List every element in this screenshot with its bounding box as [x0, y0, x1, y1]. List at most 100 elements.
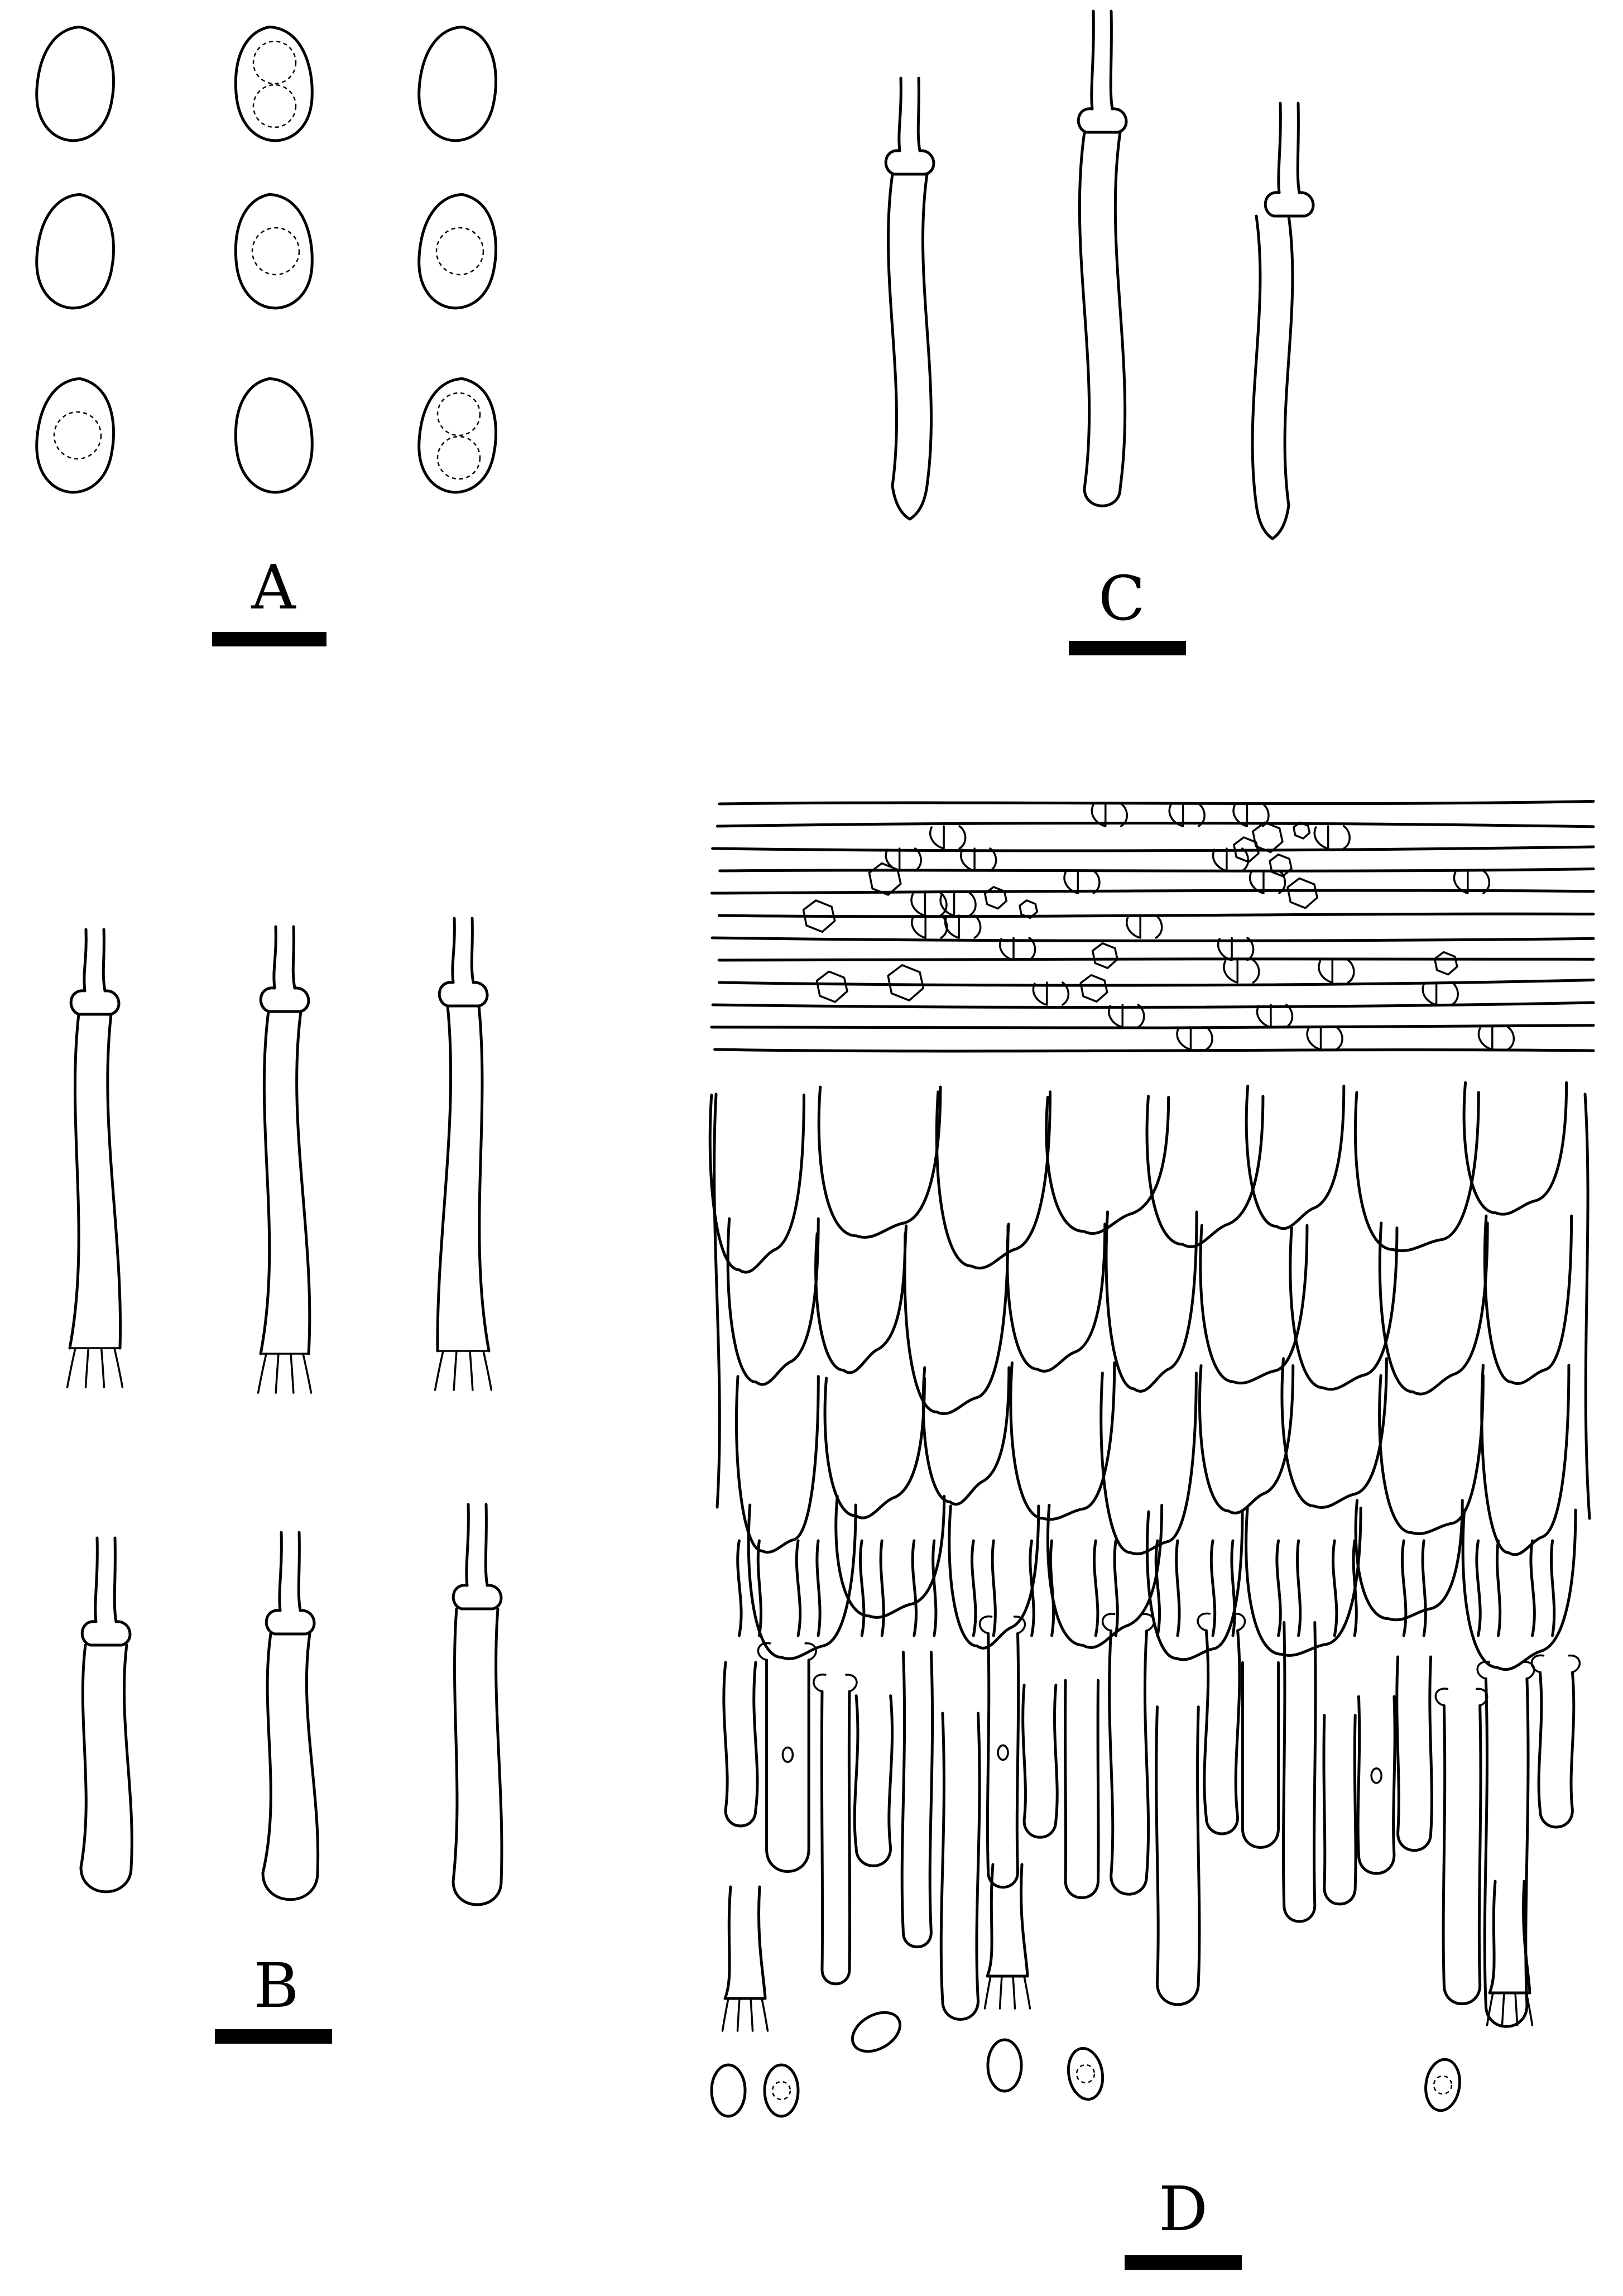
cell-wall — [921, 172, 933, 487]
sterigma — [1486, 1992, 1494, 2026]
inflated-cell — [1145, 1510, 1244, 1661]
panel-b: B — [66, 917, 503, 2044]
subicular-hypha — [711, 845, 1595, 852]
connecting-hypha — [795, 1539, 822, 1637]
crystal — [1079, 974, 1108, 1003]
connecting-hypha — [736, 1539, 762, 1637]
clamp-connection — [939, 892, 977, 917]
basidium — [986, 1863, 1029, 1978]
guttule — [53, 411, 102, 460]
sterigma — [721, 1997, 729, 2032]
clamp-connection — [999, 937, 1036, 961]
clamp-connection — [944, 914, 982, 939]
panel-a: A — [35, 25, 498, 646]
inflated-cell — [1353, 1091, 1480, 1253]
crystal — [887, 964, 925, 1001]
vacuole — [997, 1744, 1009, 1761]
connecting-hypha — [1401, 1539, 1427, 1637]
inflated-cell — [1145, 1095, 1265, 1248]
clamp-connection — [929, 825, 967, 850]
guttule — [1433, 2075, 1453, 2095]
sterigma — [750, 1997, 754, 2032]
inflated-cell — [726, 1217, 820, 1386]
hypha-stem — [1277, 102, 1282, 194]
connecting-hypha — [1332, 1539, 1358, 1637]
cell-wall — [68, 1013, 80, 1350]
hymenial-cell — [1442, 1704, 1482, 2005]
sterigma — [290, 1353, 295, 1394]
hypha-stem — [1090, 9, 1095, 111]
clamp-connection — [452, 1584, 503, 1610]
spore — [851, 2011, 902, 2053]
crystal — [1233, 836, 1260, 863]
guttule — [436, 435, 481, 480]
clamp-connection — [1176, 1026, 1213, 1051]
crystal — [1252, 821, 1284, 854]
cell-wall — [1283, 214, 1294, 507]
clamp-connection — [1313, 825, 1351, 850]
clamp-connection — [1264, 191, 1315, 218]
spores-group — [35, 25, 498, 494]
hypha-stem — [278, 1531, 283, 1612]
inflated-cell — [1105, 1210, 1198, 1393]
hymenial-cell — [820, 1690, 852, 1986]
sterigma — [84, 1347, 90, 1388]
hymenial-cell — [1356, 1695, 1396, 1875]
guttule — [771, 2081, 791, 2101]
inflated-cell — [1199, 1224, 1309, 1385]
hymenial-cell — [853, 1694, 894, 1867]
cell-wall — [1251, 214, 1262, 507]
hypha-stem — [465, 1503, 470, 1587]
inflated-cell — [747, 1503, 857, 1660]
clamp-connection — [259, 986, 310, 1013]
cell-apex — [1255, 504, 1290, 540]
subicular-hypha — [718, 979, 1595, 987]
sterigma — [1525, 1992, 1534, 2026]
inflated-cell — [1378, 1221, 1489, 1396]
inflated-cell — [823, 1377, 926, 1520]
crystal — [1091, 942, 1118, 969]
cell-wall — [79, 1643, 88, 1869]
hypha-stem — [113, 1536, 118, 1623]
spore-outline — [417, 377, 498, 494]
clamp-connection — [1091, 803, 1128, 827]
panel-label-b: B — [254, 1950, 299, 2021]
subicular-hypha — [711, 1001, 1595, 1009]
clamp-connection — [1232, 803, 1270, 827]
subicular-hypha — [713, 1048, 1595, 1053]
section-spores — [710, 2011, 1461, 2118]
sterigma — [66, 1347, 76, 1388]
clamp-connection — [1249, 870, 1286, 894]
sterigma — [1501, 1992, 1505, 2026]
clamp-connection — [884, 149, 935, 176]
scale-bar-a — [212, 632, 326, 646]
spore-outline — [35, 377, 116, 494]
cell-wall — [477, 1004, 491, 1353]
cell-wall — [1113, 131, 1127, 490]
sterigma — [761, 1997, 769, 2032]
inflated-cell — [1483, 1214, 1573, 1385]
crystal — [1269, 853, 1293, 878]
sterigma — [482, 1350, 493, 1391]
inflated-cell — [1245, 1506, 1362, 1657]
inflated-cell — [903, 1224, 1010, 1415]
inflated-cell — [734, 1375, 820, 1554]
clamp-connection — [1306, 1026, 1343, 1051]
clamp-connection — [960, 847, 997, 872]
hymenial-cell — [1155, 1705, 1201, 2006]
spore — [763, 2063, 800, 2118]
hymenium-elements — [721, 1539, 1581, 2032]
clamp-connection — [1212, 847, 1250, 872]
sterigma — [983, 1975, 992, 2010]
panel-label-d: D — [1159, 2173, 1208, 2245]
hypha-stem — [1296, 102, 1301, 194]
panel-d: D — [708, 799, 1595, 2270]
sterigma — [100, 1347, 105, 1388]
spore — [986, 2038, 1023, 2093]
panel-label-c: C — [1098, 563, 1145, 634]
spore — [710, 2063, 747, 2118]
inflated-cell — [1009, 1361, 1116, 1521]
hymenial-cell — [1241, 1661, 1280, 1849]
cell-wall — [452, 1607, 459, 1883]
